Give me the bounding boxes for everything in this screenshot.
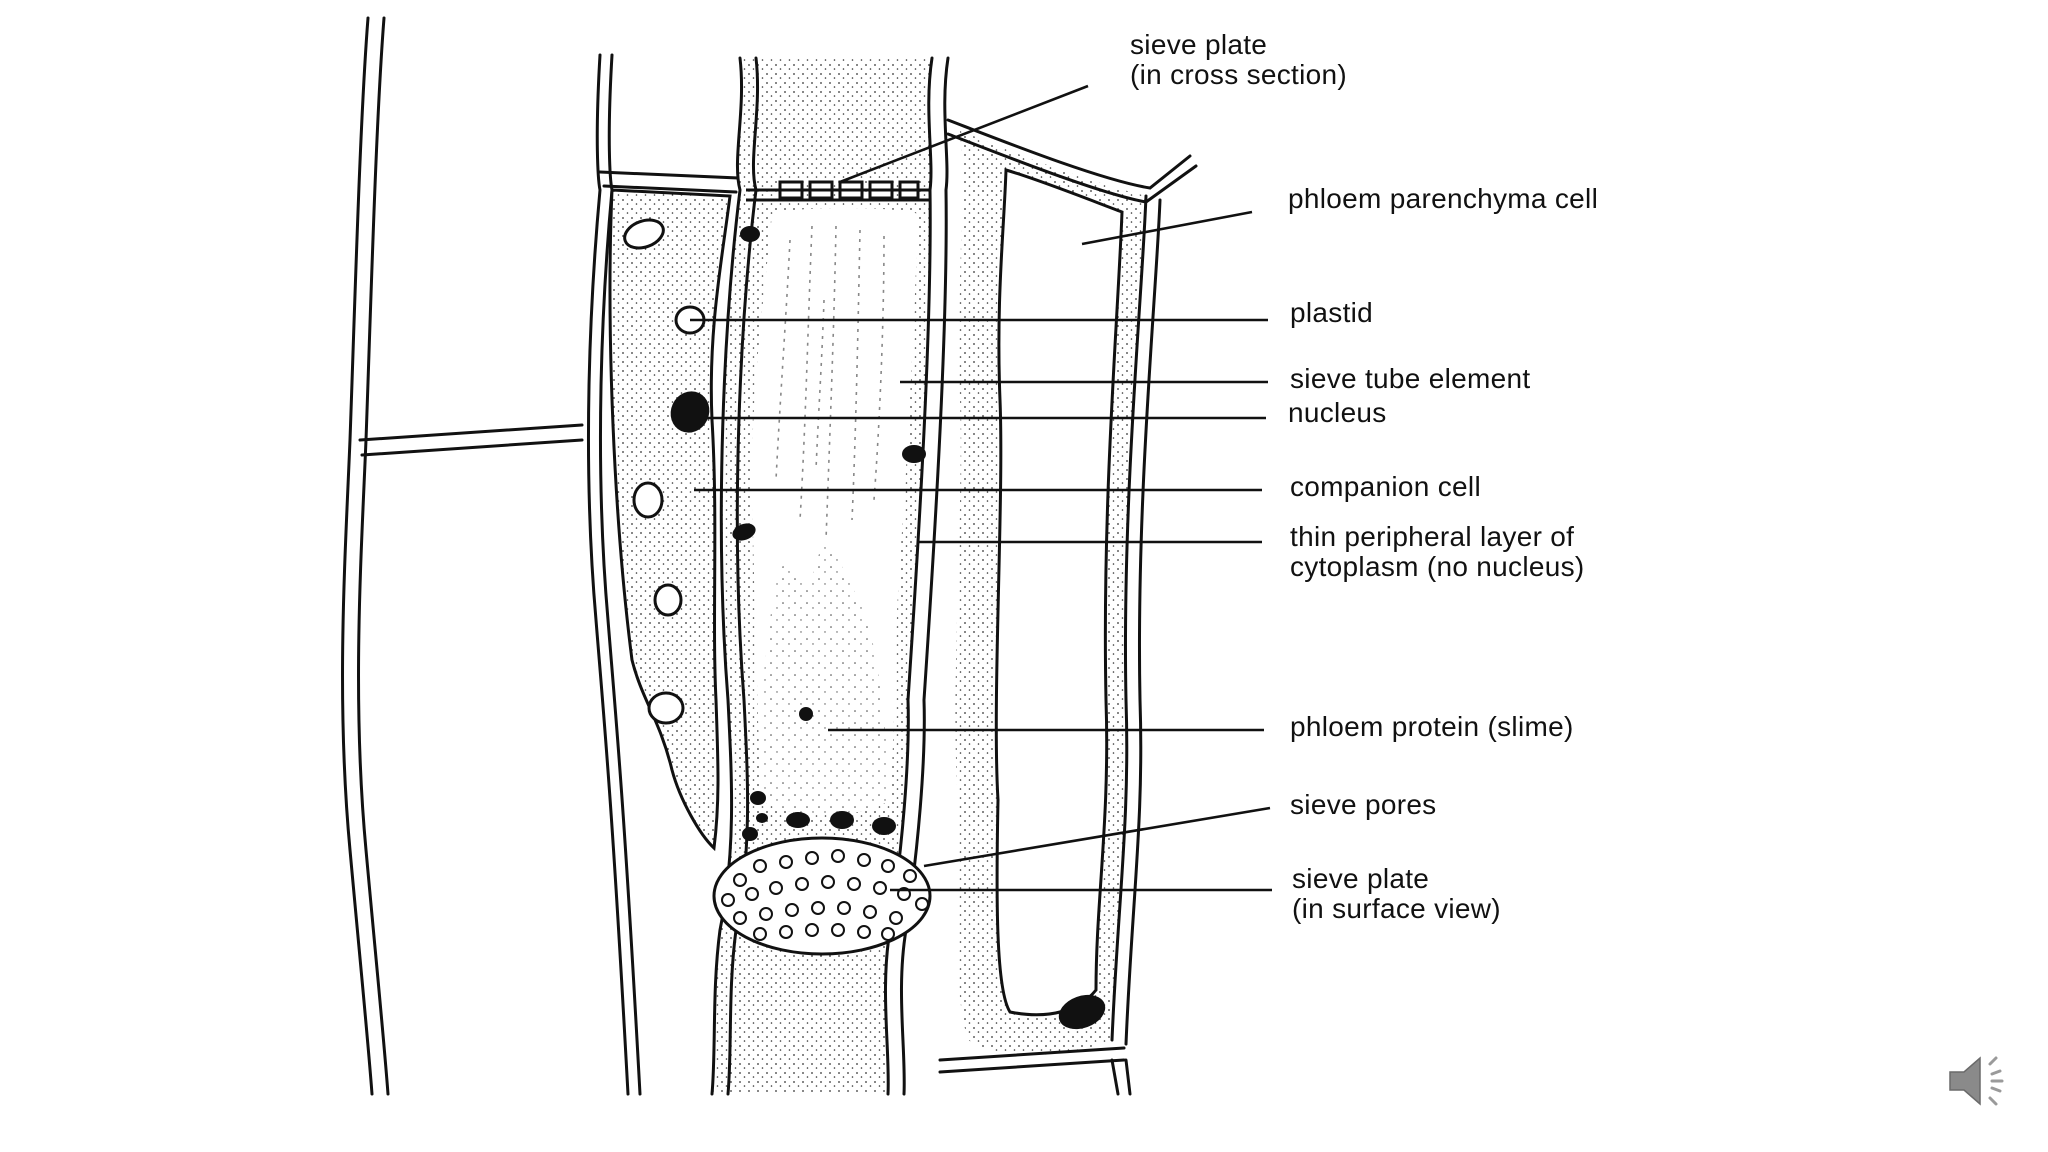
label-nucleus: nucleus [1288, 397, 1387, 428]
phloem-protein-region [760, 546, 890, 815]
label-thin-peripheral-layer: thin peripheral layer of cytoplasm (no n… [1290, 522, 1585, 582]
left-cell-wall-outer [341, 16, 374, 1096]
label-sieve-plate-cross-section: sieve plate (in cross section) [1130, 30, 1347, 90]
label-line: (in cross section) [1130, 59, 1348, 90]
label-companion-cell: companion cell [1290, 471, 1481, 502]
label-line: sieve plate [1292, 863, 1430, 894]
label-plastid: plastid [1290, 297, 1374, 328]
left-cross-wall [358, 423, 584, 457]
left-cell-wall-inner [357, 16, 390, 1096]
label-line: thin peripheral layer of [1290, 521, 1575, 552]
label-line: sieve plate [1130, 29, 1268, 60]
speaker-icon[interactable] [1944, 1046, 2014, 1116]
label-phloem-parenchyma-cell: phloem parenchyma cell [1288, 183, 1599, 214]
sieve-pores [721, 849, 929, 941]
label-phloem-protein: phloem protein (slime) [1290, 711, 1574, 742]
leader-lines [690, 84, 1272, 892]
label-sieve-tube-element: sieve tube element [1290, 363, 1531, 394]
sieve-plate-surface [712, 836, 932, 956]
label-sieve-pores: sieve pores [1290, 789, 1437, 820]
label-line: (in surface view) [1292, 893, 1501, 924]
speaker-icon-graphic [1949, 1056, 2004, 1106]
label-line: cytoplasm (no nucleus) [1290, 551, 1585, 582]
companion-wall-outer-left [586, 53, 630, 1096]
plastids [623, 218, 706, 725]
dark-bodies [670, 226, 1106, 1030]
companion-cell [608, 188, 732, 852]
label-sieve-plate-surface-view: sieve plate (in surface view) [1292, 864, 1501, 924]
sieve-plate-cross-section [746, 180, 930, 202]
companion-wall-outer-left-2 [598, 53, 642, 1096]
top-cross-wall [598, 170, 748, 194]
